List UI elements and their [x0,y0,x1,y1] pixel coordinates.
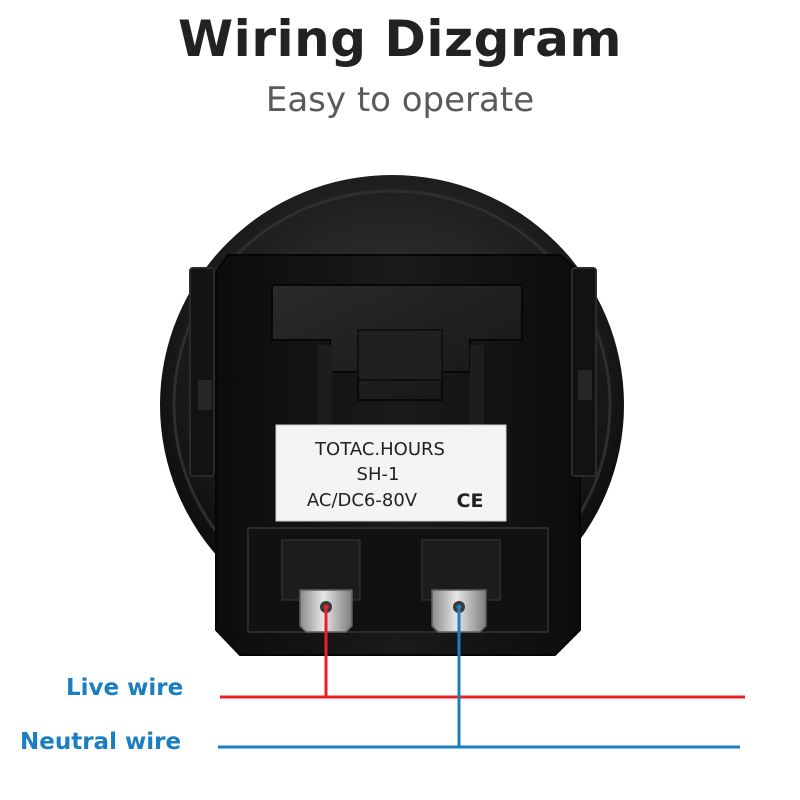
neutral-wire [218,607,740,749]
label-line-2: SH-1 [357,464,400,485]
diagram-title: Wiring Dizgram [178,10,622,68]
left-clip-notch [198,380,212,410]
left-clip [189,267,215,477]
live-wire-label: Live wire [66,675,184,701]
label-line-1: TOTAC.HOURS [314,439,445,460]
diagram-subtitle: Easy to operate [265,80,535,120]
ce-mark: CE [457,490,484,512]
housing-latch [357,329,443,381]
device-label-sticker [275,424,507,522]
housing-rib-left [318,345,332,430]
neutral-wire-label: Neutral wire [20,729,182,755]
right-clip-notch [578,370,592,400]
live-wire [220,607,745,699]
housing-rib-right [470,345,484,430]
label-line-3: AC/DC6-80V [307,490,418,511]
